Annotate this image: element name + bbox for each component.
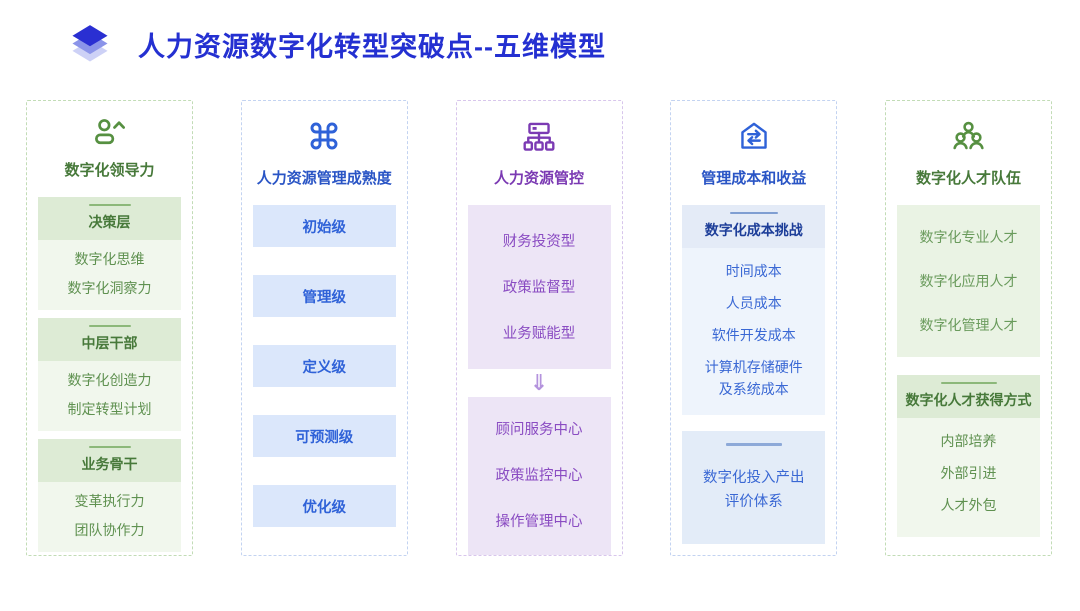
panel-title: 人力资源管理成熟度 (256, 170, 392, 187)
list-item: 计算机存储硬件 及系统成本 (704, 359, 803, 397)
decor-line (88, 446, 131, 448)
user-caret-icon (94, 119, 125, 145)
panel-digital-talent: 数字化人才队伍 数字化专业人才 数字化应用人才 数字化管理人才 数字化人才获得方… (885, 100, 1052, 556)
list-item: 软件开发成本 (711, 327, 796, 343)
maturity-level: 优化级 (252, 485, 396, 527)
group-header: 中层干部 (38, 318, 181, 361)
list-item: 人才外包 (940, 497, 997, 513)
list-item: 人员成本 (725, 295, 782, 311)
list-item: 变革执行力 (74, 493, 145, 509)
maturity-level: 可预测级 (252, 415, 396, 457)
list-item: 数字化创造力 (67, 372, 152, 388)
stacked-layers-icon (72, 25, 108, 62)
list-item: 顾问服务中心 (495, 422, 583, 438)
list-item: 财务投资型 (502, 234, 576, 250)
panel-title: 数字化人才队伍 (915, 170, 1021, 187)
list-item: 数字化专业人才 (919, 229, 1018, 245)
list-item: 操作管理中心 (495, 514, 583, 530)
list-item: 数字化管理人才 (919, 317, 1018, 333)
list-item: 数字化洞察力 (67, 280, 152, 296)
group-items: 数字化创造力 制定转型计划 (38, 361, 181, 431)
sitemap-icon (523, 122, 555, 151)
decor-line (88, 325, 131, 327)
group-header-label: 中层干部 (81, 335, 138, 351)
evaluation-system-label: 数字化投入产出 评价体系 (703, 470, 805, 510)
talent-types-block: 数字化专业人才 数字化应用人才 数字化管理人才 (897, 205, 1040, 357)
maturity-level: 定义级 (252, 345, 396, 387)
group-header-label: 数字化成本挑战 (704, 222, 803, 238)
group-header-label: 决策层 (88, 214, 131, 230)
service-centers-block: 顾问服务中心 政策监控中心 操作管理中心 (467, 397, 611, 555)
maturity-level: 管理级 (252, 275, 396, 317)
leadership-group: 中层干部 数字化创造力 制定转型计划 (38, 318, 181, 431)
list-item: 时间成本 (725, 263, 782, 279)
list-item: 政策监控中心 (495, 468, 583, 484)
group-header-label: 数字化人才获得方式 (905, 392, 1032, 408)
icon-wrap (952, 117, 985, 155)
icon-wrap (522, 117, 556, 155)
panel-title: 管理成本和收益 (701, 170, 807, 187)
group-items: 时间成本 人员成本 软件开发成本 计算机存储硬件 及系统成本 (682, 248, 826, 415)
group-header: 业务骨干 (38, 439, 181, 482)
house-swap-icon (741, 122, 767, 149)
people-group-icon (953, 121, 984, 150)
cost-challenge-group: 数字化成本挑战 时间成本 人员成本 软件开发成本 计算机存储硬件 及系统成本 (682, 205, 826, 415)
panel-hr-control: 人力资源管控 财务投资型 政策监督型 业务赋能型 ⇓ 顾问服务中心 政策监控中心… (455, 100, 623, 556)
decor-line (729, 212, 778, 214)
panel-cost-benefit: 管理成本和收益 数字化成本挑战 时间成本 人员成本 软件开发成本 计算机存储硬件… (670, 100, 838, 556)
list-item: 数字化思维 (74, 251, 145, 267)
icon-wrap (739, 117, 769, 155)
list-item: 制定转型计划 (67, 401, 152, 417)
leadership-group: 业务骨干 变革执行力 团队协作力 (38, 439, 181, 552)
decor-line (940, 382, 997, 384)
evaluation-system-block: 数字化投入产出 评价体系 (682, 431, 826, 544)
panel-hr-maturity: 人力资源管理成熟度 初始级 管理级 定义级 可预测级 优化级 (240, 100, 408, 556)
group-header: 数字化成本挑战 (682, 205, 826, 248)
leadership-group: 决策层 数字化思维 数字化洞察力 (38, 197, 181, 310)
panel-title: 数字化领导力 (64, 162, 155, 179)
icon-wrap (308, 117, 340, 155)
page-header: 人力资源数字化转型突破点--五维模型 (0, 0, 1080, 66)
down-arrow-icon: ⇓ (529, 370, 549, 395)
talent-acquisition-group: 数字化人才获得方式 内部培养 外部引进 人才外包 (897, 375, 1040, 537)
page-title: 人力资源数字化转型突破点--五维模型 (138, 31, 606, 62)
decor-line (88, 204, 131, 206)
group-items: 内部培养 外部引进 人才外包 (897, 418, 1040, 537)
list-item: 业务赋能型 (502, 326, 576, 342)
control-types-block: 财务投资型 政策监督型 业务赋能型 (467, 205, 611, 369)
group-header: 数字化人才获得方式 (897, 375, 1040, 418)
panel-digital-leadership: 数字化领导力 决策层 数字化思维 数字化洞察力 中层干部 数字化创造力 制定转型… (26, 100, 193, 556)
five-dimension-board: 数字化领导力 决策层 数字化思维 数字化洞察力 中层干部 数字化创造力 制定转型… (26, 100, 1052, 556)
list-item: 外部引进 (940, 465, 997, 481)
group-items: 变革执行力 团队协作力 (38, 482, 181, 552)
group-header-label: 业务骨干 (81, 456, 138, 472)
list-item: 内部培养 (940, 433, 997, 449)
group-items: 数字化思维 数字化洞察力 (38, 240, 181, 310)
command-icon (310, 122, 338, 150)
decor-line (725, 443, 782, 446)
list-item: 数字化应用人才 (919, 273, 1018, 289)
icon-wrap (93, 117, 127, 147)
spacer (897, 357, 1040, 375)
panel-title: 人力资源管控 (493, 170, 584, 187)
list-item: 政策监督型 (502, 280, 576, 296)
group-header: 决策层 (38, 197, 181, 240)
list-item: 团队协作力 (74, 522, 145, 538)
maturity-level: 初始级 (252, 205, 396, 247)
